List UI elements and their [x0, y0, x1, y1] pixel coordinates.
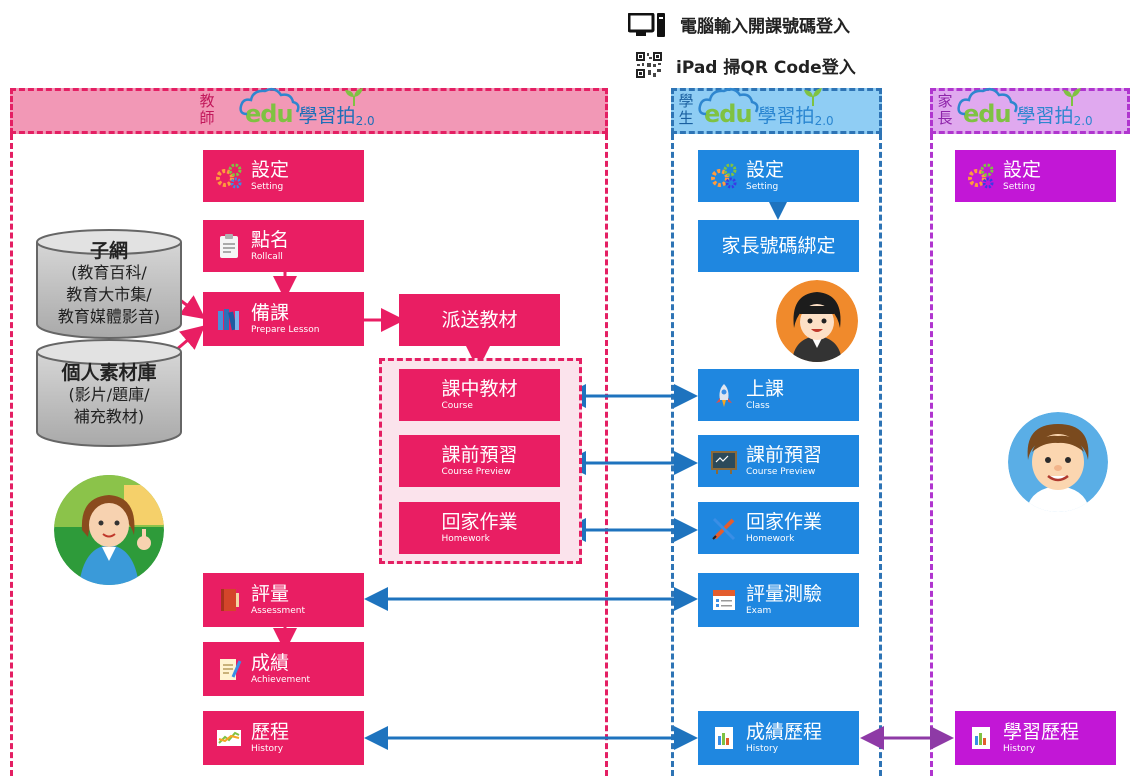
- ipad-login-text: iPad 掃QR Code登入: [676, 57, 856, 78]
- exam-icon: [713, 590, 735, 610]
- personal-materials-database: 個人素材庫 (影片/題庫/ 補充教材): [35, 338, 183, 448]
- sprout-icon: [804, 88, 822, 106]
- report-icon: [715, 727, 733, 749]
- books-icon: [218, 309, 239, 331]
- pc-login-text: 電腦輸入開課號碼登入: [680, 17, 850, 37]
- ipad-login-legend: iPad 掃QR Code登入: [630, 52, 856, 78]
- blackboard-icon: [711, 451, 737, 474]
- teacher-avatar: [54, 475, 164, 585]
- student-avatar: [776, 280, 858, 362]
- parent-lane-left-border: [930, 134, 933, 776]
- report-icon: [972, 727, 990, 749]
- teacher-role-label: 教師: [199, 92, 215, 127]
- grade-sheet-icon: [220, 659, 242, 680]
- clipboard-icon: [220, 234, 238, 258]
- notebook-icon: [221, 589, 239, 611]
- computer-icon: [627, 12, 666, 37]
- chart-icon: [217, 730, 241, 746]
- qr-code-icon: [636, 52, 662, 78]
- gear-icon: [968, 163, 994, 189]
- sprout-icon: [345, 88, 363, 106]
- parent-avatar: [1008, 412, 1108, 512]
- gear-icon: [216, 163, 242, 189]
- rocket-icon: [716, 384, 732, 407]
- student-lane-right-border: [879, 134, 882, 776]
- sprout-icon: [1063, 88, 1081, 106]
- arrow-personal-prepare: [175, 325, 206, 352]
- parent-role-label: 家長: [937, 92, 953, 127]
- gear-icon: [711, 163, 737, 189]
- pencil-ruler-icon: [712, 517, 736, 541]
- student-role-label: 學生: [678, 92, 694, 127]
- pc-login-legend: 電腦輸入開課號碼登入: [627, 12, 850, 37]
- dispatch-materials-button[interactable]: 派送教材: [399, 294, 560, 346]
- subnet-database: 子網 (教育百科/ 教育大市集/ 教育媒體影音): [35, 228, 183, 340]
- teacher-lane-left-border: [10, 134, 13, 776]
- parent-binding-button[interactable]: 家長號碼綁定: [698, 220, 859, 272]
